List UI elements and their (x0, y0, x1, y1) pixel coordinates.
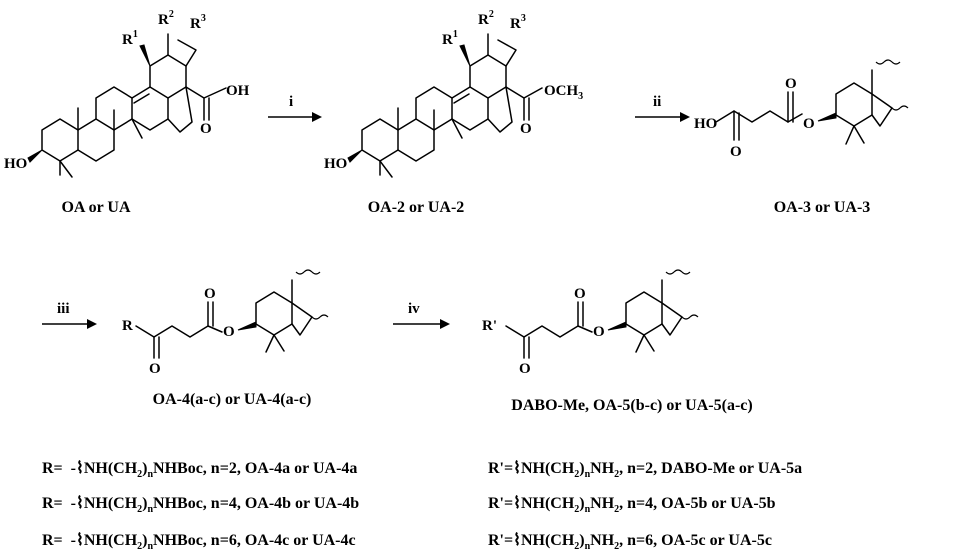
compound-dabo-me: R' O O O DABO-Me, OA-5(b-c) or UA-5(a-c) (482, 269, 753, 414)
arrow-step-i: i (268, 94, 322, 122)
c4-o1-label: O (149, 361, 161, 377)
compound-oa2-ua2: OCH3 O HO R1 R2 R3 OA-2 or UA-2 (324, 9, 583, 216)
c2-ho-label: HO (324, 156, 347, 172)
c5-o1-label: O (519, 361, 531, 377)
c3-o3-label: O (803, 116, 815, 132)
c5-o3-label: O (593, 324, 605, 340)
r-prime-definition-row: R'=⌇NH(CH2)nNH2, n=2, DABO-Me or UA-5a (488, 459, 802, 480)
wavy-bond-glyph: ⌇ (513, 494, 521, 512)
c1-o-label: O (200, 121, 212, 137)
c4-r-label: R (122, 318, 133, 334)
r-prime-definition-row: R'=⌇NH(CH2)nNH2, n=6, OA-5c or UA-5c (488, 531, 772, 552)
c1-ho-label: HO (4, 156, 27, 172)
svg-text:R'=⌇NH(CH2)nNH2, n=2, DABO-Me: R'=⌇NH(CH2)nNH2, n=2, DABO-Me or UA-5a (488, 459, 802, 480)
svg-text:R= -⌇NH(CH2)nNHBoc, n=6, OA-4c: R= -⌇NH(CH2)nNHBoc, n=6, OA-4c or UA-4c (42, 531, 356, 552)
r-definition-row: R= -⌇NH(CH2)nNHBoc, n=2, OA-4a or UA-4a (42, 459, 357, 480)
r-definition-row: R= -⌇NH(CH2)nNHBoc, n=4, OA-4b or UA-4b (42, 494, 359, 515)
c1-r2-label: R2 (158, 9, 174, 28)
c2-och3-label: OCH3 (544, 83, 583, 102)
compound-oa3-ua3: HO O O O OA-3 or UA-3 (694, 59, 909, 216)
c2-o-label: O (520, 121, 532, 137)
r-prime-definitions: R'=⌇NH(CH2)nNH2, n=2, DABO-Me or UA-5a R… (488, 459, 802, 552)
c4-o3-label: O (223, 324, 235, 340)
svg-text:R'=⌇NH(CH2)nNH2, n=4, OA-5b or: R'=⌇NH(CH2)nNH2, n=4, OA-5b or UA-5b (488, 494, 776, 515)
r-prime-definition-row: R'=⌇NH(CH2)nNH2, n=4, OA-5b or UA-5b (488, 494, 776, 515)
c5-r-label: R' (482, 318, 497, 334)
c2-r3-label: R3 (510, 13, 526, 32)
c3-caption: OA-3 or UA-3 (774, 199, 871, 216)
arrow-step-iii: iii (42, 301, 97, 329)
svg-text:R= -⌇NH(CH2)nNHBoc, n=2, OA-4a: R= -⌇NH(CH2)nNHBoc, n=2, OA-4a or UA-4a (42, 459, 357, 480)
step-i-label: i (289, 94, 293, 110)
arrow-step-iv: iv (393, 301, 450, 329)
svg-text:R'=⌇NH(CH2)nNH2, n=6, OA-5c or: R'=⌇NH(CH2)nNH2, n=6, OA-5c or UA-5c (488, 531, 772, 552)
wavy-bond-glyph: -⌇ (71, 531, 84, 549)
c4-caption: OA-4(a-c) or UA-4(a-c) (153, 391, 312, 408)
arrow-step-ii: ii (635, 94, 690, 122)
c4-o2-label: O (204, 286, 216, 302)
wavy-bond-glyph: -⌇ (71, 459, 84, 477)
c5-o2-label: O (574, 286, 586, 302)
triterpene-skeleton-1 (27, 33, 197, 178)
c1-r1-label: R1 (122, 29, 138, 48)
triterpene-skeleton-2 (347, 33, 517, 178)
step-iii-label: iii (57, 301, 70, 317)
compound-oa4-ua4: R O O O OA-4(a-c) or UA-4(a-c) (122, 269, 329, 408)
r-definition-row: R= -⌇NH(CH2)nNHBoc, n=6, OA-4c or UA-4c (42, 531, 356, 552)
c1-caption: OA or UA (61, 199, 130, 216)
wavy-bond-glyph: ⌇ (513, 459, 521, 477)
r-definitions: R= -⌇NH(CH2)nNHBoc, n=2, OA-4a or UA-4a … (42, 459, 359, 552)
c5-caption: DABO-Me, OA-5(b-c) or UA-5(a-c) (511, 397, 752, 414)
c3-o2-label: O (785, 76, 797, 92)
c1-oh-label: OH (226, 83, 250, 99)
c3-o1-label: O (730, 144, 742, 160)
wavy-bond-glyph: ⌇ (513, 531, 521, 549)
c3-ho-label: HO (694, 116, 717, 132)
c1-r3-label: R3 (190, 13, 206, 32)
c2-caption: OA-2 or UA-2 (368, 199, 465, 216)
c2-r2-label: R2 (478, 9, 494, 28)
c2-r1-label: R1 (442, 29, 458, 48)
svg-text:R= -⌇NH(CH2)nNHBoc, n=4, OA-4b: R= -⌇NH(CH2)nNHBoc, n=4, OA-4b or UA-4b (42, 494, 359, 515)
compound-oa-ua: OH O HO R1 R2 R3 OA or UA (4, 9, 250, 216)
step-ii-label: ii (653, 94, 661, 110)
wavy-bond-glyph: -⌇ (71, 494, 84, 512)
step-iv-label: iv (408, 301, 420, 317)
